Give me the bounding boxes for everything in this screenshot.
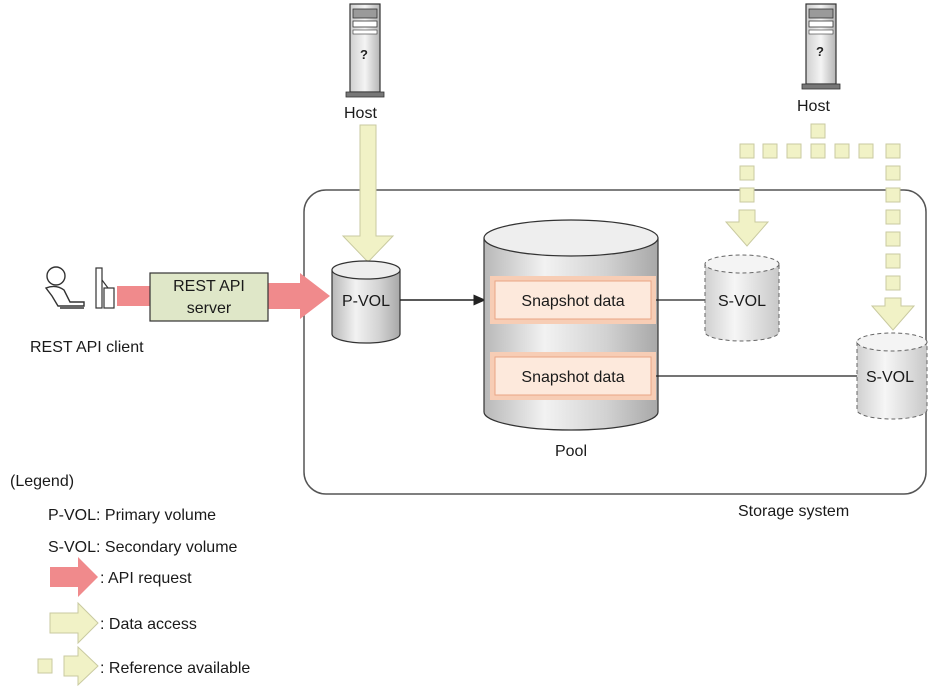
data-access-arrow [341,124,395,263]
user-workstation-icon [44,266,115,309]
legend-title: (Legend) [10,473,74,490]
legend-reference-square [37,658,53,674]
legend-svol-def: S-VOL: Secondary volume [48,539,238,556]
legend-pvol-def: P-VOL: Primary volume [48,507,216,524]
legend-api-request-label: : API request [100,570,192,587]
server-tower-icon: ? [345,3,385,98]
legend-reference-arrow [63,645,99,687]
client-label: REST API client [30,339,144,356]
reference-arrow-head-svol1 [724,209,770,247]
api-request-arrow [268,273,330,319]
legend-reference-label: : Reference available [100,660,250,677]
api-request-arrow [117,286,150,306]
svg-text:?: ? [816,44,824,59]
rest-api-server-box [149,272,269,322]
pvol-label: P-VOL [342,293,390,310]
svol-label-1: S-VOL [718,293,766,310]
snapshot-data-label-1: Snapshot data [521,293,624,310]
pool-label: Pool [555,443,587,460]
pvol-cylinder [331,260,401,344]
reference-path-squares [739,123,901,291]
svol-cylinder-2 [856,332,928,420]
svol-cylinder-1 [704,254,780,342]
host-label-left: Host [344,105,377,122]
server-tower-icon: ? [801,3,841,90]
legend-data-access-arrow [49,601,99,645]
reference-arrow-head-svol2 [870,297,916,331]
server-label-line1: REST API [173,278,245,295]
server-label-line2: server [187,300,232,317]
legend-data-access-label: : Data access [100,616,197,633]
snapshot-data-label-2: Snapshot data [521,369,624,386]
legend-api-request-arrow [50,557,98,597]
svol-label-2: S-VOL [866,369,914,386]
svg-text:?: ? [360,47,368,62]
storage-system-label: Storage system [738,503,849,520]
host-label-right: Host [797,98,830,115]
